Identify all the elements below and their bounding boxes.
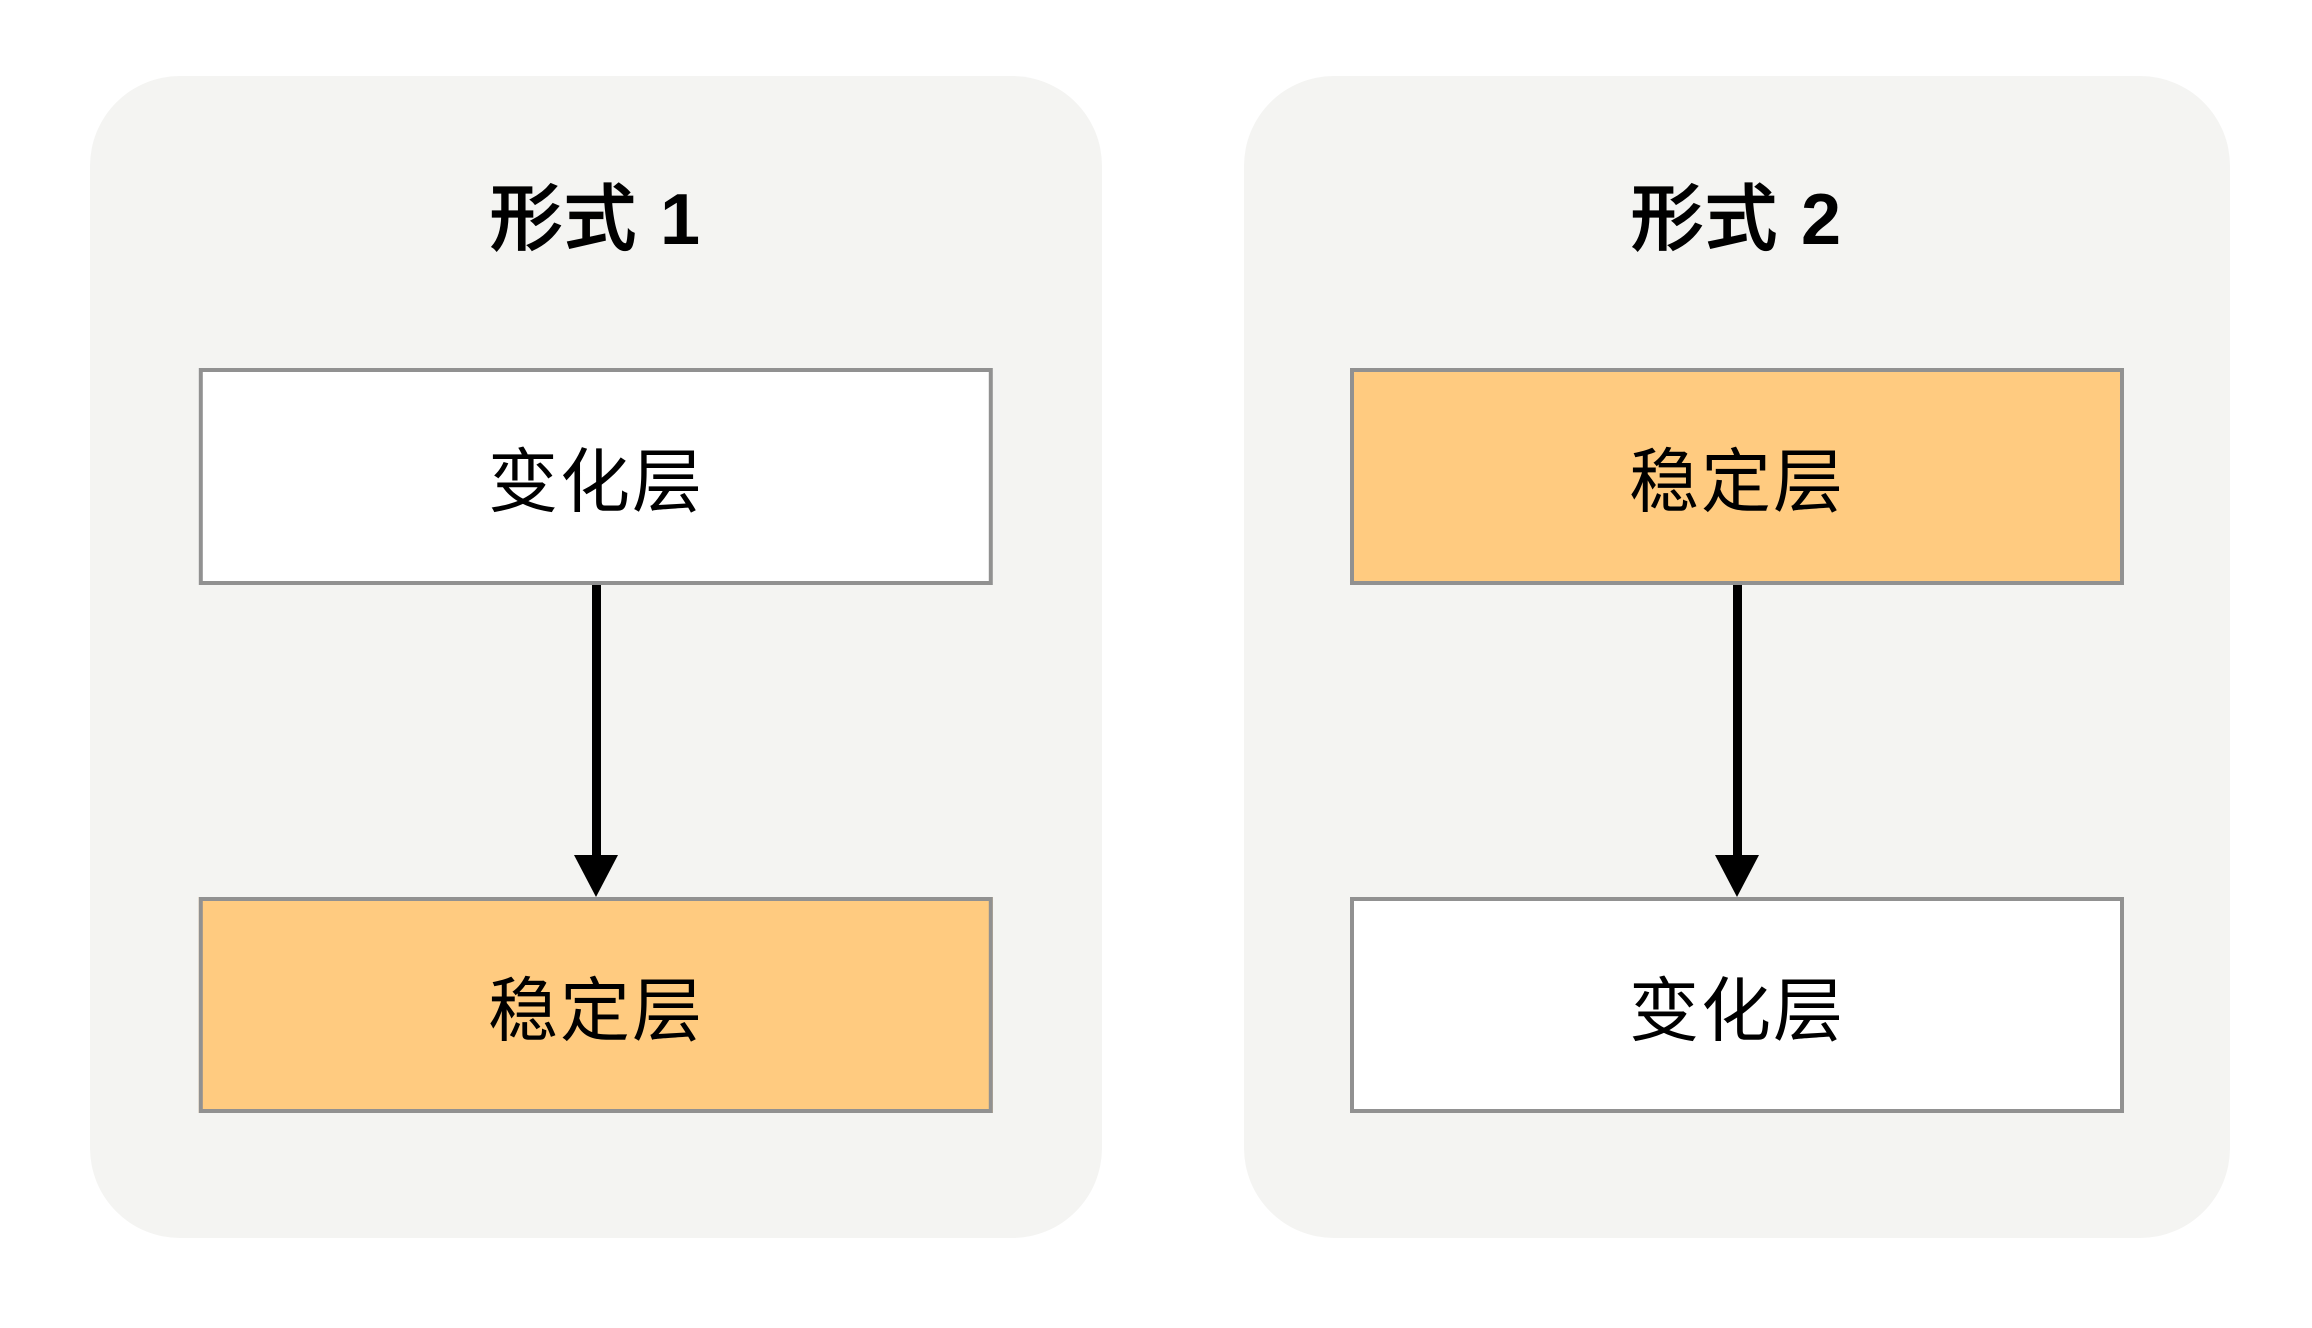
panel-form-2-title: 形式 2 [1630,180,1844,260]
form-1-down-arrow-icon [574,585,618,897]
form-2-bottom-layer-label: 变化层 [1629,971,1845,1050]
form-2-top-layer-label: 稳定层 [1629,443,1845,521]
form-2-bottom-layer-box: 变化层 [1350,897,2124,1113]
arrow-shaft [591,585,601,855]
arrow-head [574,855,618,897]
form-1-top-layer-label: 变化层 [488,443,704,521]
form-2-down-arrow-icon [1715,585,1759,897]
form-1-top-layer-box: 变化层 [198,368,994,585]
form-1-bottom-layer-box: 稳定层 [198,897,994,1113]
panel-form-2: 形式 2 稳定层 变化层 [1244,76,2230,1238]
panel-form-1: 形式 1 变化层 稳定层 [90,76,1102,1238]
arrow-shaft [1732,585,1742,855]
form-1-bottom-layer-label: 稳定层 [488,971,704,1050]
panel-form-1-title: 形式 1 [489,180,703,260]
form-2-top-layer-box: 稳定层 [1350,368,2124,585]
arrow-head [1715,855,1759,897]
